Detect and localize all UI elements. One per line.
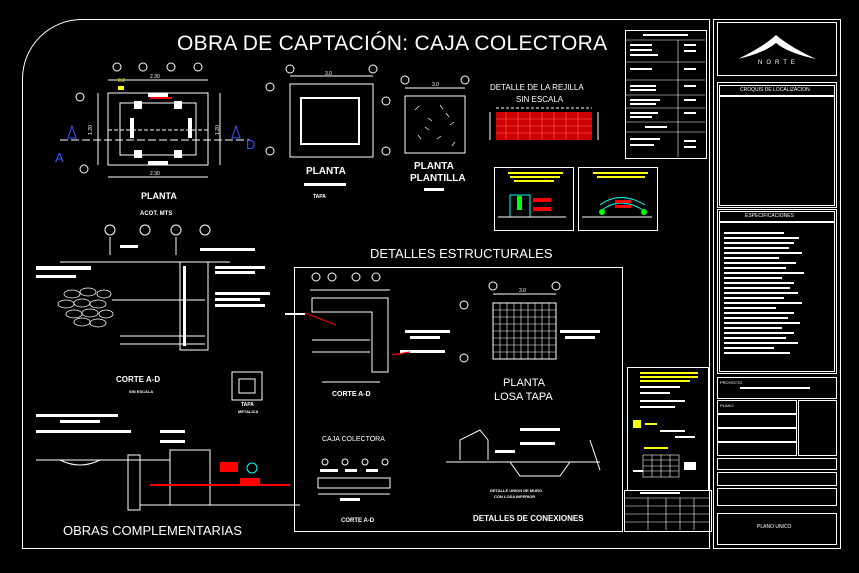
north-label: NORTE bbox=[758, 60, 799, 66]
grille-title-2: SIN ESCALA bbox=[516, 95, 564, 104]
losa-title-1: PLANTA bbox=[503, 377, 545, 389]
union-note-1: DETALLE UNION DE MURO bbox=[490, 488, 543, 493]
location-header-frame bbox=[719, 85, 835, 96]
logo-icon bbox=[738, 35, 816, 59]
plan-tapa-title: PLANTA bbox=[306, 166, 346, 177]
bottom-table bbox=[624, 490, 712, 532]
lid-subtitle: METALICA bbox=[238, 409, 259, 414]
plano-box-3 bbox=[717, 428, 797, 442]
plano-label-1: PLANO bbox=[720, 403, 734, 408]
drawn-by-box bbox=[717, 488, 837, 506]
title-block bbox=[713, 19, 841, 549]
plan-plantilla-title-1: PLANTA bbox=[414, 161, 454, 172]
union-note-2: CON LOSA INFERIOR bbox=[494, 494, 536, 499]
project-value-bar bbox=[740, 387, 810, 389]
specs-header: ESPECIFICACIONES bbox=[745, 213, 794, 219]
section-ad-title: CORTE A-D bbox=[116, 375, 161, 384]
losa-title-2: LOSA TAPA bbox=[494, 391, 553, 403]
section-ad-subtitle: SIN ESCALA bbox=[129, 389, 154, 394]
lid-title: TAPA bbox=[241, 402, 254, 408]
plano-box-2 bbox=[717, 414, 797, 428]
plan-dim-top: 2.30 bbox=[150, 74, 160, 80]
plan-plantilla-scale-bar bbox=[424, 188, 444, 191]
plan-tapa-subtitle: TAPA bbox=[313, 194, 326, 200]
plano-box-4 bbox=[717, 442, 797, 456]
section-marker-d: D bbox=[246, 137, 256, 152]
plan-plantilla-dim: 3.0 bbox=[432, 82, 439, 88]
plan-tapa-dim: 3.0 bbox=[325, 71, 332, 77]
drawing-title: OBRA DE CAPTACIÓN: CAJA COLECTORA bbox=[177, 32, 608, 55]
drawing-border bbox=[22, 19, 710, 549]
losa-dim: 3.0 bbox=[519, 288, 526, 294]
plan-dim-bottom: 2.30 bbox=[150, 171, 160, 177]
section-marker-a: A bbox=[55, 150, 64, 165]
grille-title-1: DETALLE DE LA REJILLA bbox=[490, 83, 584, 92]
specs-text-area bbox=[719, 222, 835, 372]
corte-small-label: CORTE A-D bbox=[341, 518, 375, 524]
sheet-label: PLANO UNICO bbox=[757, 524, 792, 530]
structural-corte-label: CORTE A-D bbox=[332, 391, 371, 398]
structural-details-panel bbox=[294, 267, 623, 532]
date-box bbox=[717, 458, 837, 470]
plan-plantilla-title-2: PLANTILLA bbox=[410, 173, 466, 184]
project-label: PROYECTO bbox=[720, 380, 743, 385]
scale-box bbox=[717, 472, 837, 486]
specs-header-frame bbox=[719, 211, 835, 222]
plan-tapa-note-bars bbox=[304, 183, 346, 186]
sheet-box bbox=[717, 513, 837, 545]
location-map-area bbox=[719, 96, 835, 206]
location-header: CROQUIS DE LOCALIZACION bbox=[740, 87, 810, 93]
plan-view-title: PLANTA bbox=[141, 191, 177, 201]
logo-box: NORTE bbox=[717, 22, 837, 76]
plan-view-units-note: ACOT. MTS bbox=[140, 211, 173, 217]
data-table bbox=[625, 30, 707, 159]
plan-dim-small: 0.2 bbox=[118, 78, 125, 84]
complementary-heading: OBRAS COMPLEMENTARIAS bbox=[63, 523, 242, 538]
structural-heading: DETALLES ESTRUCTURALES bbox=[370, 246, 553, 261]
specs-box bbox=[717, 209, 837, 374]
detail-box-1 bbox=[494, 167, 574, 231]
project-box bbox=[717, 377, 837, 399]
plano-box-1 bbox=[717, 400, 797, 414]
location-box bbox=[717, 82, 837, 208]
sheet-number-box bbox=[798, 400, 837, 456]
connections-label: DETALLES DE CONEXIONES bbox=[473, 514, 584, 523]
caja-colectora-label: CAJA COLECTORA bbox=[322, 436, 385, 443]
detail-box-2 bbox=[578, 167, 658, 231]
